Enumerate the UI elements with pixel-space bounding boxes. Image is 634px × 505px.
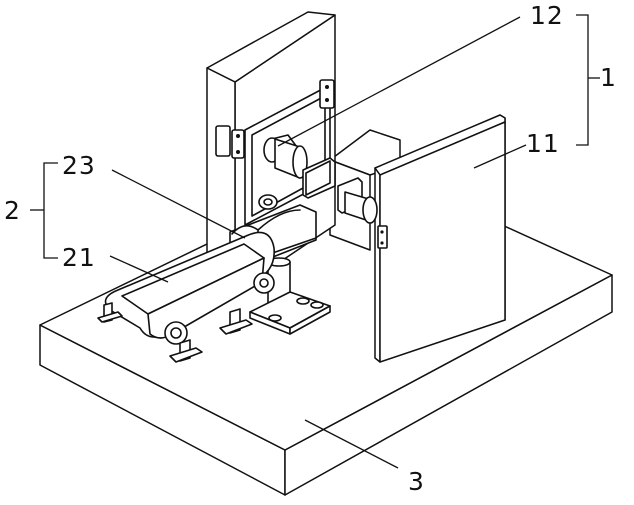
label-11: 11 [526,129,560,158]
hinge-right [319,79,335,109]
label-2: 2 [4,196,21,225]
spindle-assembly [263,134,336,199]
label-23: 23 [62,151,96,180]
callout-labels: 1 11 12 2 21 23 3 [4,1,617,496]
label-12: 12 [530,1,564,30]
label-3: 3 [408,467,425,496]
conveyor-belt [97,231,275,363]
leader-lines [30,14,600,469]
hinge-left [215,125,231,157]
label-21: 21 [62,243,96,272]
right-housing [337,114,506,363]
label-1: 1 [600,63,617,92]
